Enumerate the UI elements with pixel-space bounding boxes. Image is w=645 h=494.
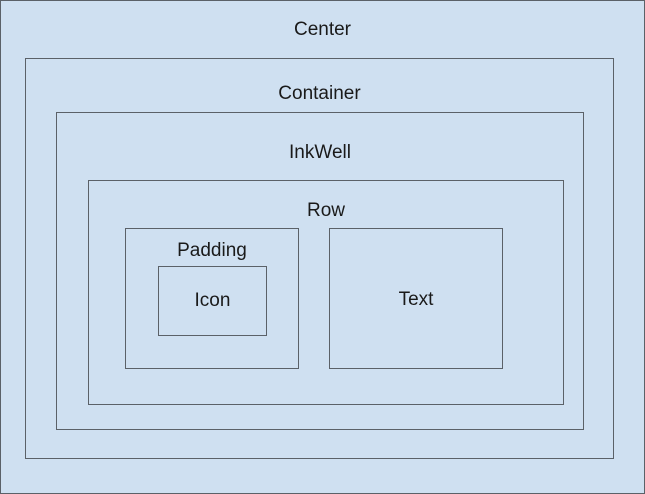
row-label: Row: [306, 200, 345, 221]
inkwell-box: InkWell Row Padding Icon Text: [56, 112, 584, 430]
text-label: Text: [398, 289, 434, 310]
row-box: Row Padding Icon Text: [88, 180, 564, 405]
container-box: Container InkWell Row Padding Icon Text: [25, 58, 614, 459]
padding-label: Padding: [177, 240, 247, 261]
padding-box: Padding Icon: [125, 228, 299, 369]
container-label: Container: [278, 83, 361, 104]
icon-label: Icon: [194, 290, 231, 311]
inkwell-label: InkWell: [289, 142, 351, 163]
icon-box: Icon: [158, 266, 267, 336]
text-box: Text: [329, 228, 503, 369]
center-label: Center: [293, 19, 352, 40]
